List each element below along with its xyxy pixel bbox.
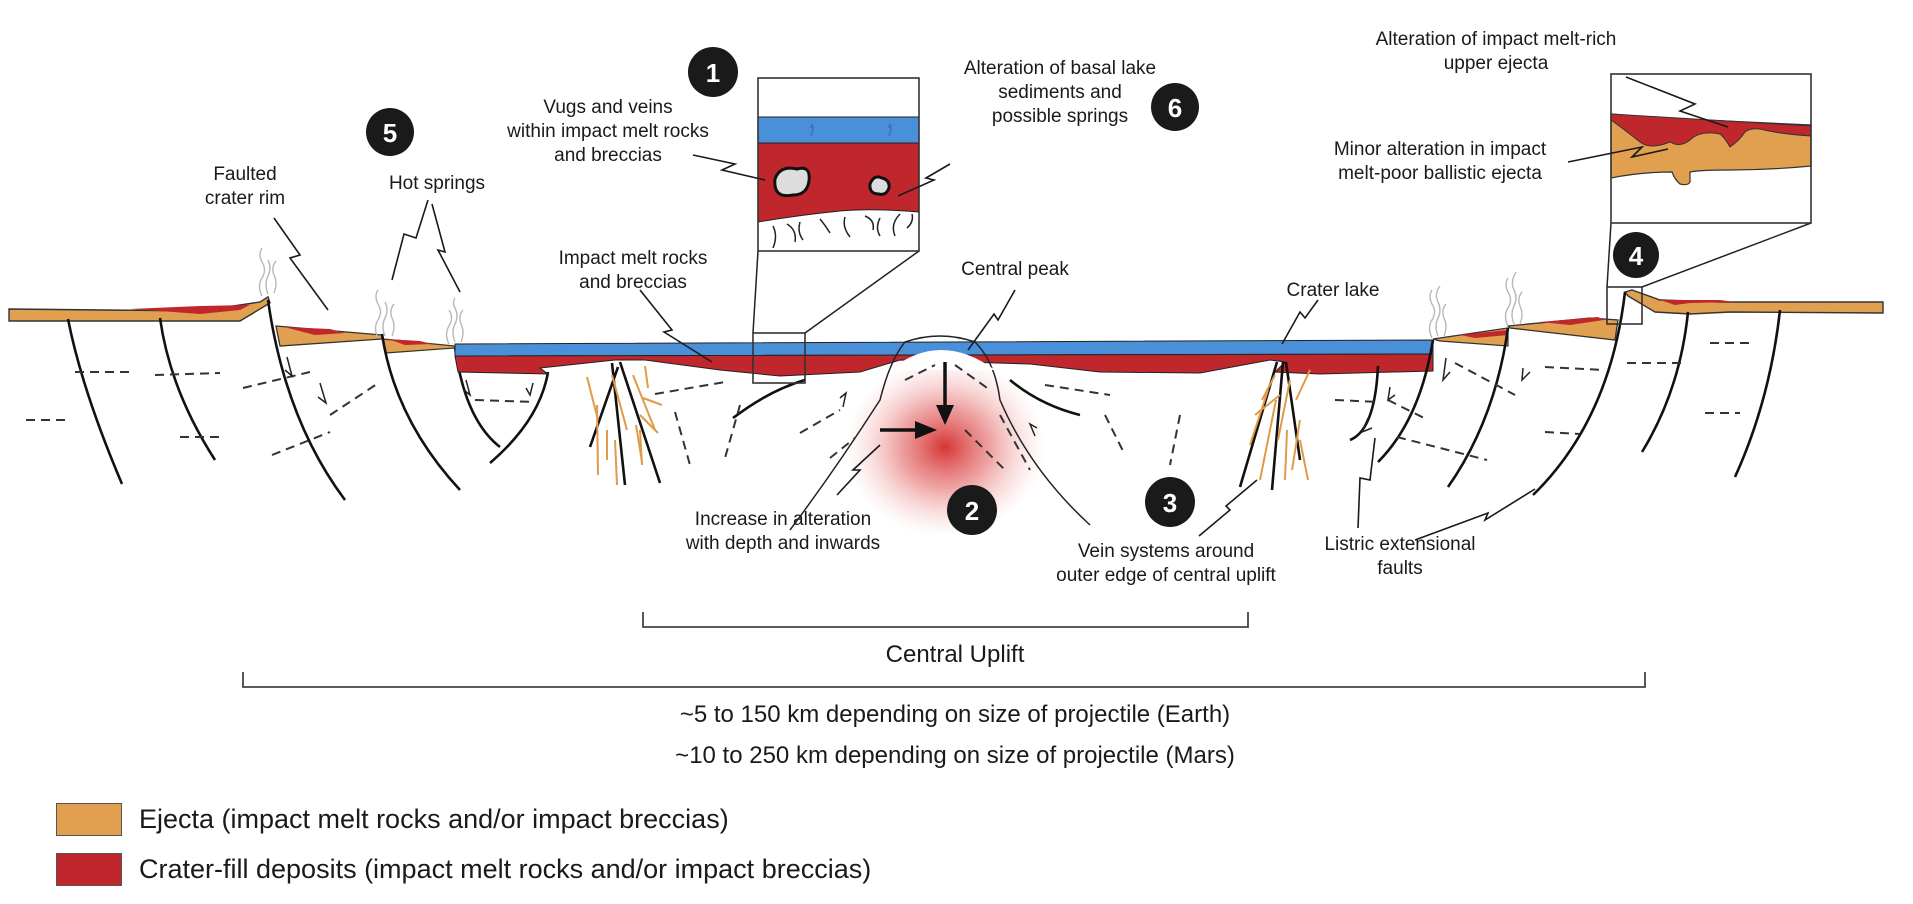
central-uplift-bracket: Central Uplift — [642, 612, 1249, 668]
crater-floor — [454, 339, 1434, 377]
ejecta-right-outer — [1623, 289, 1884, 315]
arrow-down-icon — [936, 362, 954, 425]
svg-text:Central Uplift: Central Uplift — [886, 641, 1025, 668]
steam-icon — [258, 247, 1523, 345]
central-uplift — [654, 335, 1181, 537]
svg-text:outer edge of central uplift: outer edge of central uplift — [1056, 565, 1276, 586]
inset-4 — [1606, 73, 1812, 325]
badge-2: 2 — [947, 485, 997, 535]
label-impact-melt: Impact melt rocks and breccias — [559, 248, 708, 293]
badge-6: 6 — [1151, 83, 1199, 131]
inset-1 — [752, 77, 920, 384]
crater-diameter-bracket: ~5 to 150 km depending on size of projec… — [242, 672, 1646, 769]
badge-1: 1 — [688, 47, 738, 97]
label-increase-alteration: Increase in alteration with depth and in… — [685, 509, 880, 554]
badge-5: 5 — [366, 108, 414, 156]
crater-fill-swatch — [56, 853, 122, 886]
label-hot-springs: Hot springs — [389, 173, 485, 194]
label-faulted-rim: Faulted crater rim — [205, 164, 285, 209]
legend-label: Ejecta (impact melt rocks and/or impact … — [139, 804, 729, 834]
svg-text:melt-poor ballistic ejecta: melt-poor ballistic ejecta — [1338, 163, 1542, 184]
melt-terrace-3 — [388, 339, 432, 345]
label-central-peak: Central peak — [961, 259, 1069, 280]
inset-1-locator — [752, 332, 806, 384]
svg-text:sediments and: sediments and — [998, 82, 1122, 103]
melt-terrace-r3 — [1460, 330, 1508, 338]
label-vein-systems: Vein systems around outer edge of centra… — [1056, 541, 1276, 586]
svg-text:Vein systems around: Vein systems around — [1078, 541, 1254, 562]
svg-text:Vugs and veins: Vugs and veins — [543, 97, 672, 118]
label-melt-poor: Minor alteration in impact melt-poor bal… — [1334, 139, 1547, 184]
svg-text:and breccias: and breccias — [554, 145, 662, 166]
svg-text:crater rim: crater rim — [205, 188, 285, 209]
badge-3: 3 — [1145, 477, 1195, 527]
label-vugs: Vugs and veins within impact melt rocks … — [506, 97, 709, 166]
right-terraces — [1334, 289, 1884, 496]
legend-item-crater-fill: Crater-fill deposits (impact melt rocks … — [56, 853, 871, 886]
inset-4-melt — [1610, 113, 1812, 148]
svg-text:Alteration of basal lake: Alteration of basal lake — [964, 58, 1156, 79]
leader-lines — [273, 76, 1729, 541]
central-peak — [789, 335, 1091, 531]
svg-text:and breccias: and breccias — [579, 272, 687, 293]
svg-text:with depth and inwards: with depth and inwards — [685, 533, 880, 554]
legend-item-ejecta: Ejecta (impact melt rocks and/or impact … — [56, 803, 729, 836]
svg-text:within impact melt rocks: within impact melt rocks — [506, 121, 709, 142]
inset-4-locator — [1606, 286, 1643, 325]
inset-1-lake — [757, 116, 920, 144]
vein-systems-left — [586, 361, 663, 486]
svg-text:~10 to 250 km depending on siz: ~10 to 250 km depending on size of proje… — [675, 742, 1235, 769]
svg-text:Listric extensional: Listric extensional — [1324, 534, 1475, 555]
svg-text:upper ejecta: upper ejecta — [1444, 53, 1549, 74]
alteration-glow — [845, 357, 1045, 537]
svg-text:possible springs: possible springs — [992, 106, 1128, 127]
left-terraces — [8, 295, 550, 501]
svg-text:faults: faults — [1377, 558, 1422, 579]
svg-text:4: 4 — [1629, 241, 1644, 271]
arrow-right-icon — [880, 421, 937, 439]
svg-text:5: 5 — [383, 118, 397, 148]
label-crater-lake: Crater lake — [1287, 280, 1380, 301]
melt-left-outer — [130, 305, 250, 314]
svg-text:Alteration of impact melt-rich: Alteration of impact melt-rich — [1376, 29, 1617, 50]
svg-text:~5 to 150 km depending on size: ~5 to 150 km depending on size of projec… — [680, 701, 1230, 728]
svg-text:2: 2 — [965, 496, 979, 526]
legend-label: Crater-fill deposits (impact melt rocks … — [139, 854, 872, 884]
inset-1-melt — [757, 142, 920, 223]
svg-text:Increase in alteration: Increase in alteration — [695, 509, 871, 530]
label-melt-rich: Alteration of impact melt-rich upper eje… — [1376, 29, 1617, 74]
svg-text:Impact melt rocks: Impact melt rocks — [559, 248, 708, 269]
badge-4: 4 — [1613, 232, 1659, 278]
ejecta-swatch — [56, 803, 122, 836]
vein-systems-right — [1238, 361, 1311, 491]
svg-text:1: 1 — [706, 58, 720, 88]
label-basal-lake: Alteration of basal lake sediments and p… — [964, 58, 1156, 127]
svg-text:Minor alteration in impact: Minor alteration in impact — [1334, 139, 1547, 160]
melt-terrace-2 — [284, 327, 345, 335]
label-listric: Listric extensional faults — [1324, 534, 1475, 579]
svg-text:Faulted: Faulted — [213, 164, 276, 185]
melt-terrace-r2 — [1540, 317, 1604, 325]
svg-text:3: 3 — [1163, 488, 1177, 518]
melt-right-outer — [1660, 300, 1735, 305]
svg-text:6: 6 — [1168, 93, 1182, 123]
